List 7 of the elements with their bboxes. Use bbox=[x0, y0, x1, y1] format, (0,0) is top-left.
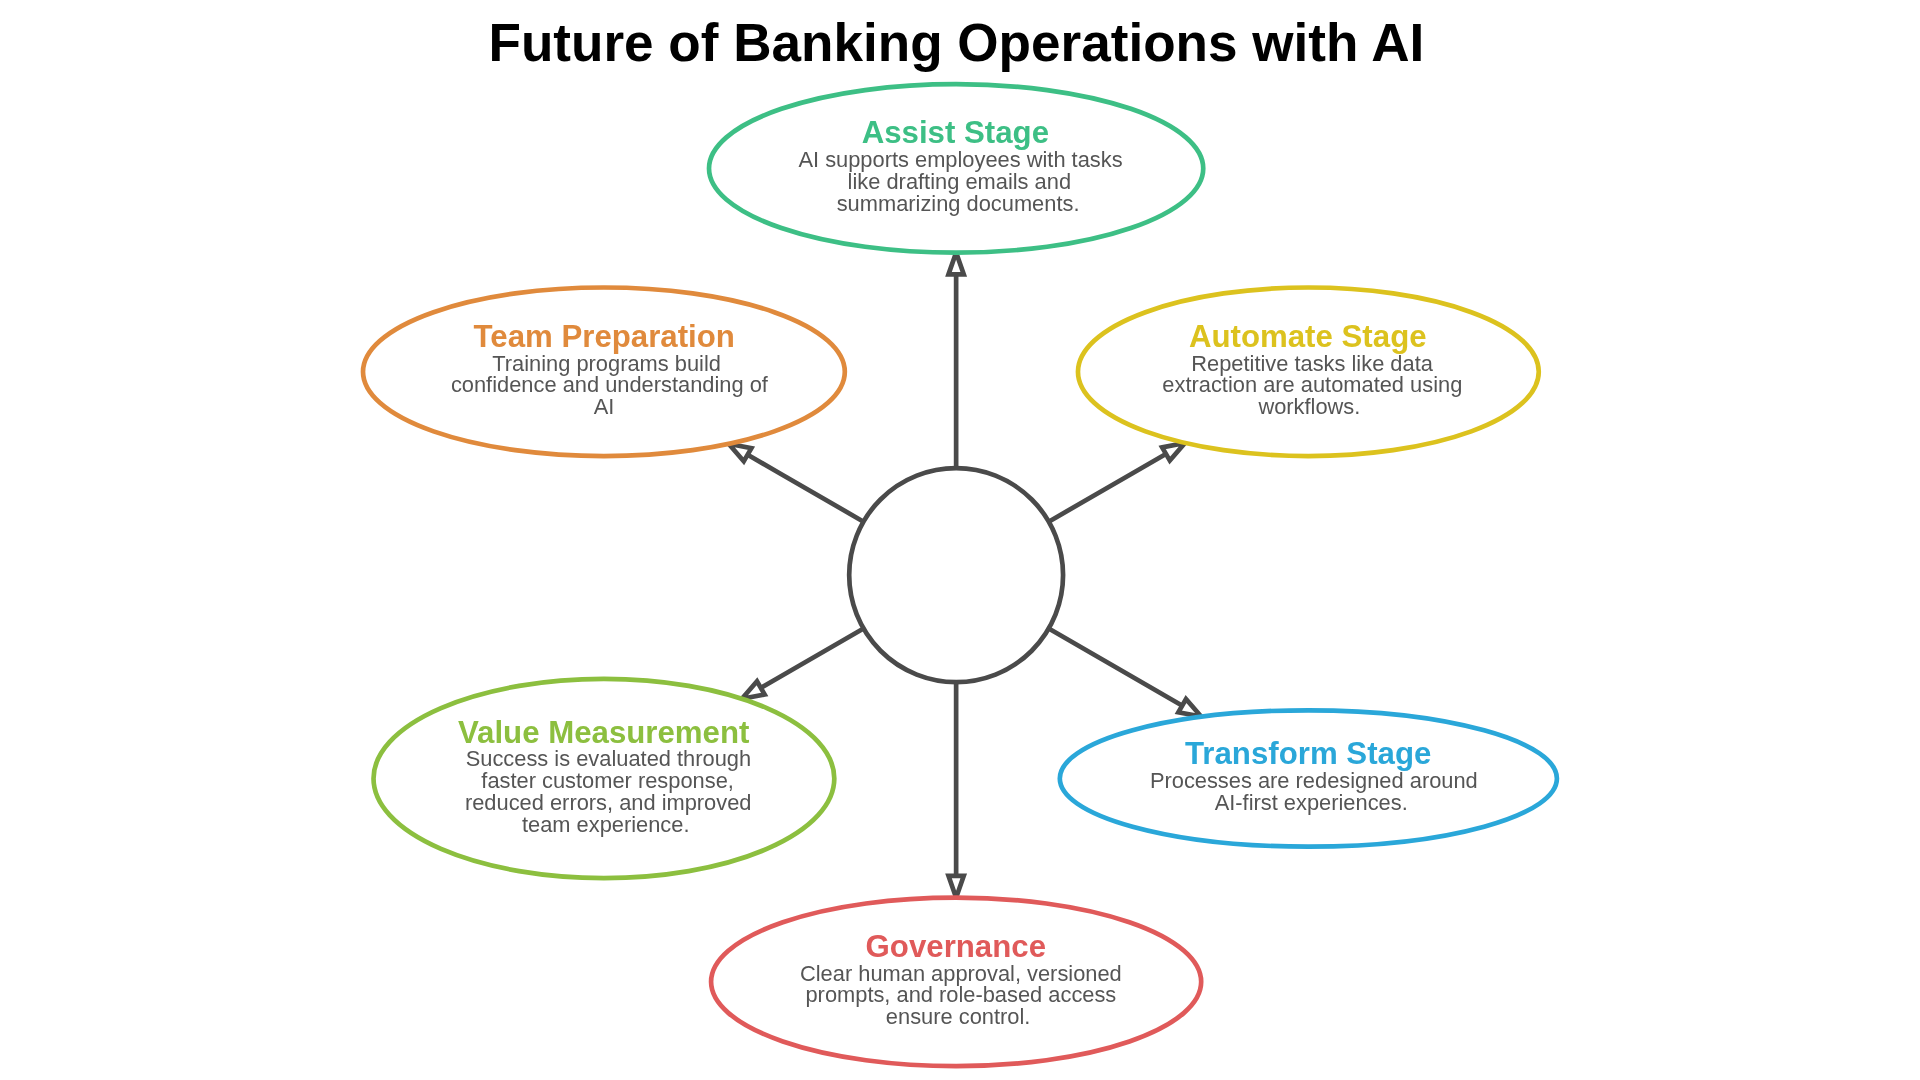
node-ellipse: Transform Stage Processes are redesigned around AI-first experiences. bbox=[1057, 707, 1560, 849]
node-ellipse: Governance Clear human approval, versioned prompts, and role-based access ensure control. bbox=[708, 895, 1204, 1069]
node-ellipse: Assist Stage AI supports employees with tasks like drafting emails and summarizing documents. bbox=[706, 81, 1206, 256]
diagram-title: Future of Banking Operations with AI bbox=[488, 13, 1425, 73]
node-ellipse: Automate Stage Repetitive tasks like data extraction are automated using workflows. bbox=[1075, 285, 1542, 459]
node-circle bbox=[846, 465, 1066, 685]
node-ellipse: Team Preparation Training programs build confidence and understanding of AI bbox=[360, 285, 848, 459]
